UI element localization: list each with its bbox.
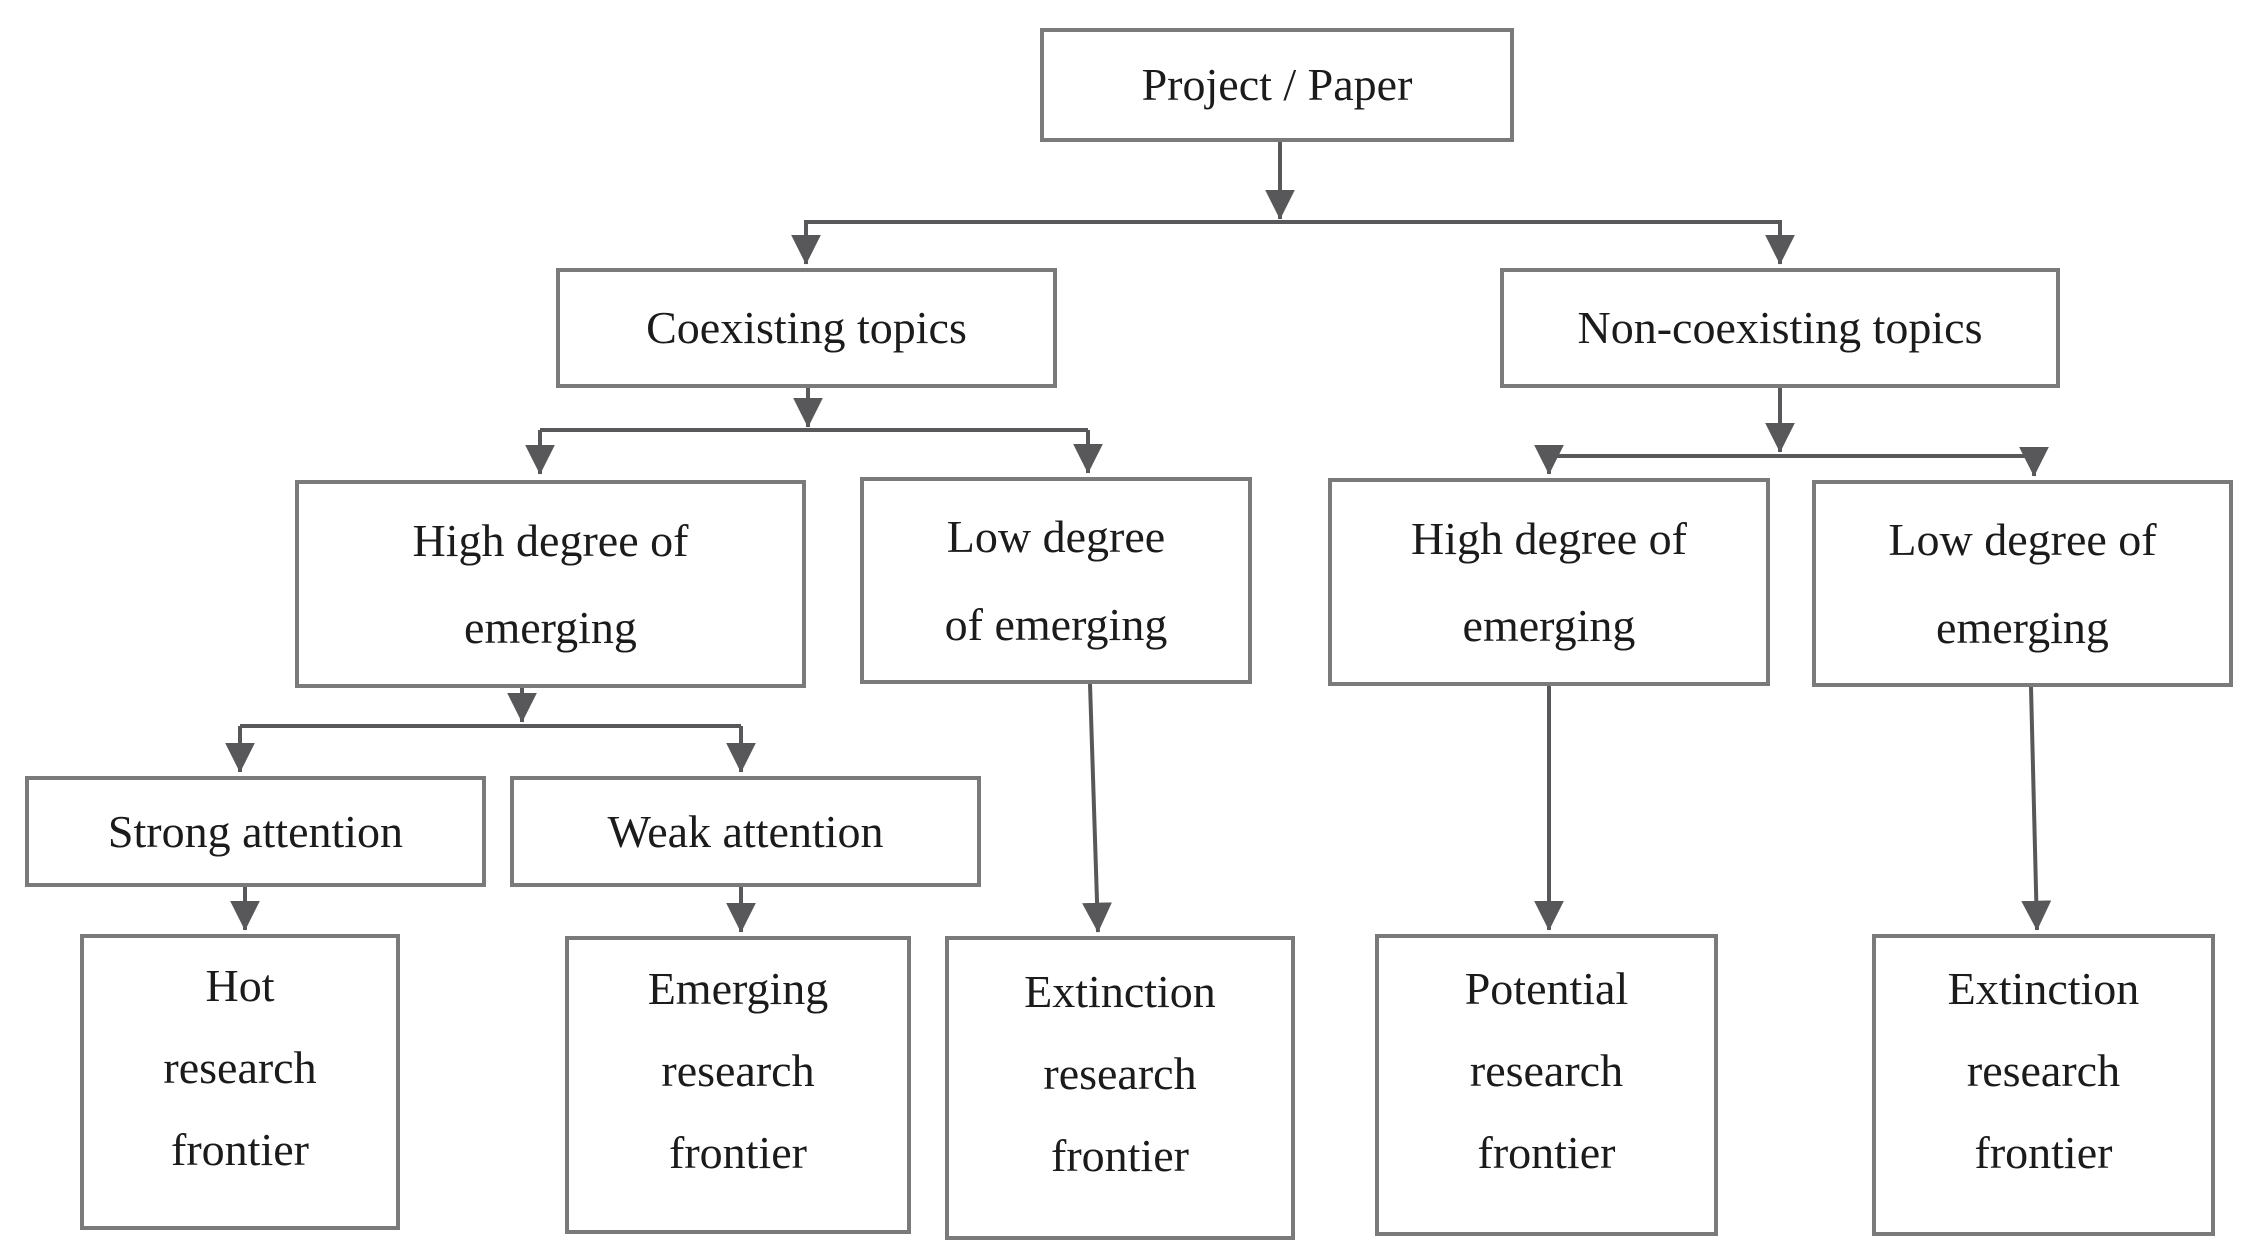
node-project-paper: Project / Paper [1040, 28, 1514, 142]
node-strong-attention: Strong attention [25, 776, 486, 887]
node-hot-research-frontier: Hot research frontier [80, 934, 400, 1230]
node-high-degree-emerging-right: High degree of emerging [1328, 478, 1770, 686]
node-weak-attention: Weak attention [510, 776, 981, 887]
node-extinction-research-frontier-2: Extinction research frontier [1872, 934, 2215, 1236]
node-coexisting-topics: Coexisting topics [556, 268, 1057, 388]
node-low-degree-emerging-right: Low degree of emerging [1812, 480, 2233, 687]
node-non-coexisting-topics: Non-coexisting topics [1500, 268, 2060, 388]
edge-low-l-extinction-1 [1082, 683, 1113, 933]
node-high-degree-emerging-left: High degree of emerging [295, 480, 806, 688]
node-emerging-research-frontier: Emerging research frontier [565, 936, 911, 1234]
node-low-degree-emerging-left: Low degree of emerging [860, 477, 1252, 684]
node-potential-research-frontier: Potential research frontier [1375, 934, 1718, 1236]
node-extinction-research-frontier-1: Extinction research frontier [945, 936, 1295, 1240]
edge-low-r-extinction-2 [2021, 686, 2052, 931]
